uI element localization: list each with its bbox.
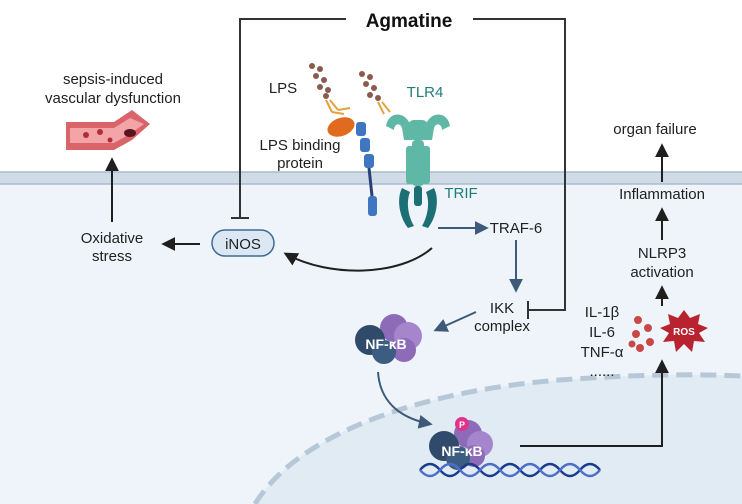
nfkb-nuclear-label: NF-κB [441, 443, 482, 459]
cytokine-ellipsis: ...... [589, 363, 614, 380]
dna-helix-icon [419, 462, 601, 478]
tlr4-label: TLR4 [407, 84, 444, 101]
ikk-label-line1: IKK [490, 300, 514, 317]
lps-label: LPS [269, 80, 297, 97]
lbp-label-line1: LPS binding [260, 137, 341, 154]
ikk-to-nfkb-arrow [433, 311, 477, 332]
cytokine-il6: IL-6 [589, 324, 615, 341]
cytokine-il1b: IL-1β [585, 304, 620, 321]
traf6-label: TRAF-6 [490, 220, 543, 237]
agmatine-inhibition-lines [231, 18, 566, 319]
oxidative-label-line2: stress [92, 248, 132, 265]
nfkb-translocation-arrow [377, 371, 433, 429]
nucleus-to-cytokines-arrow [520, 359, 669, 447]
phospho-label: P [459, 420, 465, 430]
nfkb-phospho-complex-icon: P NF-κB [429, 417, 493, 470]
ros-label: ROS [673, 327, 695, 338]
blood-vessel-icon [66, 110, 150, 150]
nlrp3-label-line2: activation [630, 264, 693, 281]
phospho-icon [455, 417, 469, 431]
ikk-label-line2: complex [474, 318, 530, 335]
trif-adaptor-icon [399, 186, 437, 228]
sepsis-label-line1: sepsis-induced [63, 71, 163, 88]
nfkb-label: NF-κB [365, 336, 406, 352]
organ-failure-label: organ failure [613, 121, 696, 138]
tlr4-receptor-icon [386, 114, 450, 186]
inflammation-label: Inflammation [619, 186, 705, 203]
lps-binding-protein-icon [327, 117, 377, 216]
sepsis-label-line2: vascular dysfunction [45, 90, 181, 107]
cytokine-dots-icon [628, 316, 654, 352]
inos-label: iNOS [225, 236, 261, 253]
oxidative-label-line1: Oxidative [81, 230, 144, 247]
inos-node: iNOS [211, 229, 275, 257]
nfkb-complex-icon: NF-κB [355, 314, 422, 364]
trif-to-inos-arrow [283, 247, 433, 272]
nuclear-envelope [252, 372, 742, 504]
cytokine-tnfa: TNF-α [581, 344, 624, 361]
nlrp3-label-line1: NLRP3 [638, 245, 686, 262]
trif-label: TRIF [444, 185, 477, 202]
nucleus-region [255, 374, 742, 504]
agmatine-title: Agmatine [366, 11, 453, 32]
lps-molecule-icon [309, 63, 391, 115]
ros-burst-icon: ROS [660, 310, 708, 352]
lbp-label-line2: protein [277, 155, 323, 172]
